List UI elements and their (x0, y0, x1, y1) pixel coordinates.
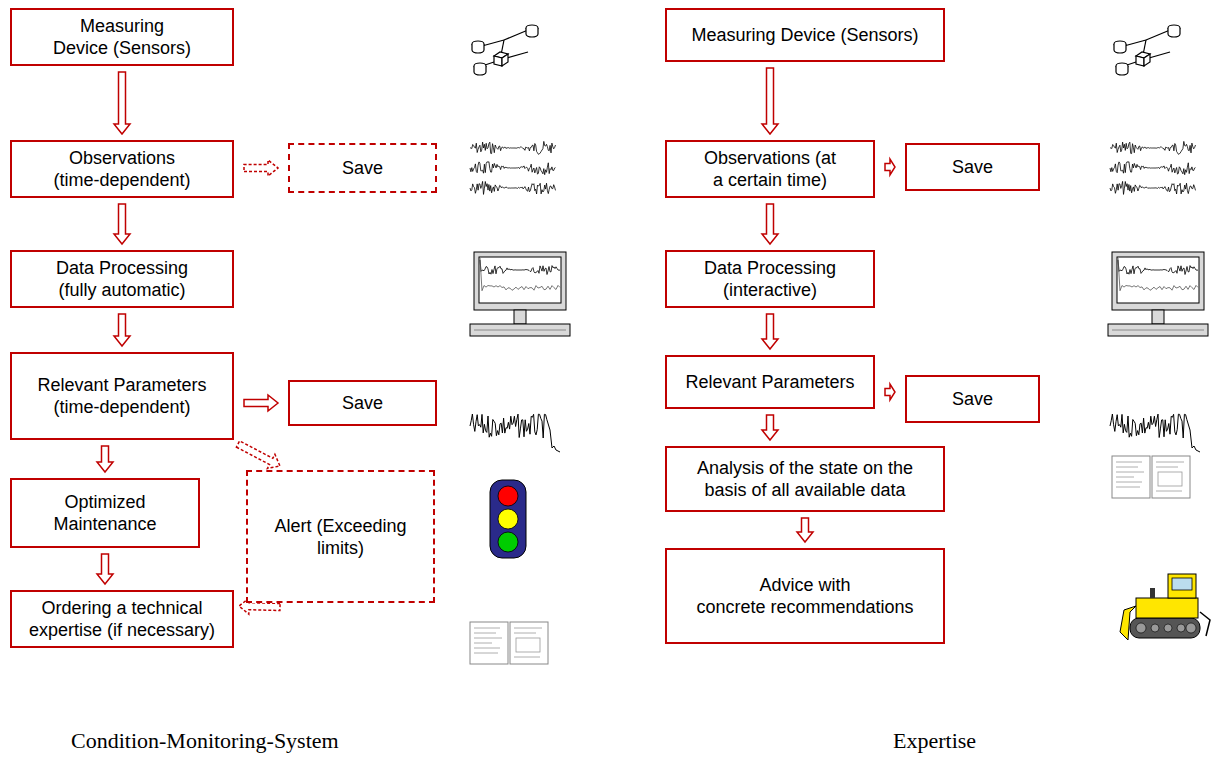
text-stack: Measuring Device (Sensors) (691, 24, 918, 46)
process-box: Relevant Parameters (665, 355, 875, 409)
computer-monitor-icon (470, 252, 570, 336)
box-label: Ordering a technical expertise (if neces… (20, 597, 224, 641)
text-stack: Save (952, 388, 993, 410)
text-stack: Alert (Exceeding limits) (256, 515, 425, 559)
process-box: Data Processing (fully automatic) (10, 250, 234, 308)
process-box: Ordering a technical expertise (if neces… (10, 590, 234, 648)
box-label: Measuring Device (Sensors) (20, 15, 224, 59)
text-stack: Observations (at a certain time) (675, 147, 865, 191)
report-document-icon (470, 622, 548, 664)
column-caption: Expertise (893, 728, 976, 754)
parameter-trace-icon (470, 414, 560, 452)
box-label: Save (952, 388, 993, 410)
block-arrow (244, 160, 278, 176)
bulldozer-icon (1120, 574, 1210, 640)
block-arrow (114, 204, 130, 244)
signal-waves-icon (470, 141, 556, 194)
block-arrow (244, 395, 278, 411)
text-stack: Save (952, 156, 993, 178)
sensor-network-icon (1114, 25, 1180, 75)
process-box: Advice with concrete recommendations (665, 548, 945, 644)
text-stack: Advice with concrete recommendations (675, 574, 935, 618)
box-label: Data Processing (fully automatic) (20, 257, 224, 301)
process-box: Analysis of the state on the basis of al… (665, 446, 945, 512)
text-stack: Save (342, 392, 383, 414)
block-arrow (885, 159, 895, 175)
box-label: Measuring Device (Sensors) (691, 24, 918, 46)
text-stack: Optimized Maintenance (20, 491, 190, 535)
traffic-light-icon (490, 480, 526, 558)
box-label: Save (342, 392, 383, 414)
sensor-network-icon (472, 25, 538, 75)
process-box: Measuring Device (Sensors) (10, 8, 234, 66)
text-stack: Observations (time-dependent) (20, 147, 224, 191)
box-label: Alert (Exceeding limits) (256, 515, 425, 559)
process-box: Observations (time-dependent) (10, 140, 234, 198)
block-arrow (797, 518, 813, 542)
text-stack: Analysis of the state on the basis of al… (675, 457, 935, 501)
column-caption: Condition-Monitoring-System (71, 728, 339, 754)
signal-waves-icon (1110, 141, 1196, 194)
box-label: Save (342, 157, 383, 179)
box-label: Data Processing (interactive) (675, 257, 865, 301)
block-arrow (97, 554, 113, 584)
block-arrow (114, 72, 130, 134)
process-box: Save (288, 380, 437, 426)
block-arrow (97, 446, 113, 472)
box-label: Relevant Parameters (685, 371, 854, 393)
process-box: Save (905, 375, 1040, 423)
box-label: Observations (at a certain time) (675, 147, 865, 191)
box-label: Relevant Parameters (time-dependent) (20, 374, 224, 418)
box-label: Optimized Maintenance (20, 491, 190, 535)
report-document-icon (1112, 456, 1190, 498)
block-arrow (762, 68, 778, 134)
block-arrow (885, 384, 895, 400)
computer-monitor-icon (1108, 252, 1208, 336)
process-box: Observations (at a certain time) (665, 140, 875, 198)
block-arrow (762, 314, 778, 349)
process-box: Data Processing (interactive) (665, 250, 875, 308)
text-stack: Measuring Device (Sensors) (20, 15, 224, 59)
block-arrow (762, 415, 778, 440)
text-stack: Data Processing (interactive) (675, 257, 865, 301)
process-box: Measuring Device (Sensors) (665, 8, 945, 62)
dashed-box: Alert (Exceeding limits) (246, 470, 435, 603)
block-arrow (236, 441, 280, 469)
block-arrow (114, 314, 130, 346)
process-box: Optimized Maintenance (10, 478, 200, 548)
process-box: Save (905, 143, 1040, 191)
text-stack: Ordering a technical expertise (if neces… (20, 597, 224, 641)
text-stack: Save (342, 157, 383, 179)
dashed-box: Save (288, 143, 437, 193)
parameter-trace-icon (1110, 414, 1200, 452)
box-label: Save (952, 156, 993, 178)
block-arrow (762, 204, 778, 244)
box-label: Analysis of the state on the basis of al… (675, 457, 935, 501)
text-stack: Relevant Parameters (685, 371, 854, 393)
text-stack: Data Processing (fully automatic) (20, 257, 224, 301)
process-box: Relevant Parameters (time-dependent) (10, 352, 234, 440)
text-stack: Relevant Parameters (time-dependent) (20, 374, 224, 418)
box-label: Observations (time-dependent) (20, 147, 224, 191)
box-label: Advice with concrete recommendations (675, 574, 935, 618)
